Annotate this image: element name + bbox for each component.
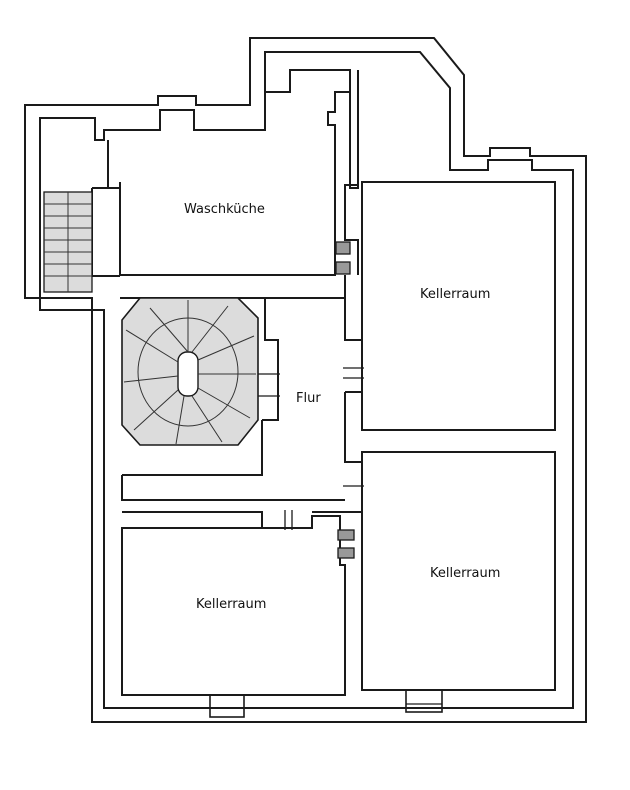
label-kellerraum-east: Kellerraum xyxy=(420,287,490,302)
outer-wall-outline xyxy=(24,37,587,723)
kellerraum-southeast-outline xyxy=(361,451,556,691)
chimney-shafts xyxy=(335,241,355,559)
corridor-south-walls xyxy=(121,420,345,528)
inner-wall-north xyxy=(39,51,574,709)
door-markers xyxy=(256,367,364,530)
window-niches xyxy=(209,689,443,718)
label-kellerraum-southeast: Kellerraum xyxy=(430,566,500,581)
label-waschkueche: Waschküche xyxy=(184,202,265,217)
waschkueche-walls xyxy=(119,69,351,276)
kellerraum-east-outline xyxy=(361,181,556,431)
west-stair xyxy=(43,191,93,293)
kellerraum-southwest-outline xyxy=(121,515,346,696)
spiral-stair xyxy=(121,297,259,446)
label-kellerraum-southwest: Kellerraum xyxy=(196,597,266,612)
label-flur: Flur xyxy=(296,391,321,406)
waschkueche-inner-walls xyxy=(91,70,359,277)
